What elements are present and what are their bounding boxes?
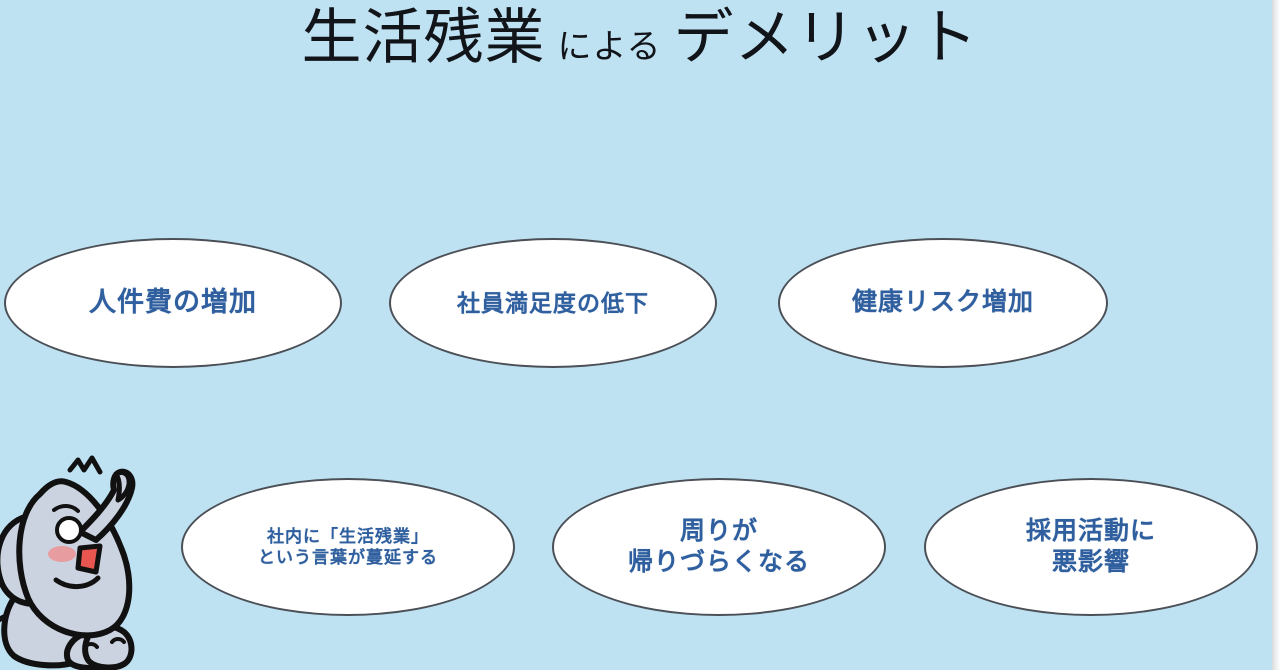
bubble-health-risk[interactable]: 健康リスク増加 [778,238,1108,368]
bubble-label: 社内に「生活残業」 という言葉が蔓延する [258,526,438,567]
bubble-human-cost[interactable]: 人件費の増加 [4,238,342,368]
right-edge-strip [1272,0,1280,670]
bubble-label: 健康リスク増加 [851,288,1034,317]
bubble-label: 周りが 帰りづらくなる [627,516,810,576]
title-end-text: デメリット [673,4,979,71]
title-main-text: 生活残業 [301,4,546,71]
title-middle-text: による [557,28,662,66]
bubble-label: 社員満足度の低下 [457,289,649,316]
bubble-term-spreads[interactable]: 社内に「生活残業」 という言葉が蔓延する [181,478,515,616]
bubble-employee-satisfaction[interactable]: 社員満足度の低下 [389,238,717,368]
page-title: 生活残業によるデメリット [0,8,1280,68]
bubble-hard-to-leave[interactable]: 周りが 帰りづらくなる [552,478,886,616]
bubble-recruiting-impact[interactable]: 採用活動に 悪影響 [924,478,1258,616]
bubble-label: 人件費の増加 [89,287,257,318]
elephant-mascot-icon [0,448,172,670]
bubble-label: 採用活動に 悪影響 [1025,516,1156,576]
